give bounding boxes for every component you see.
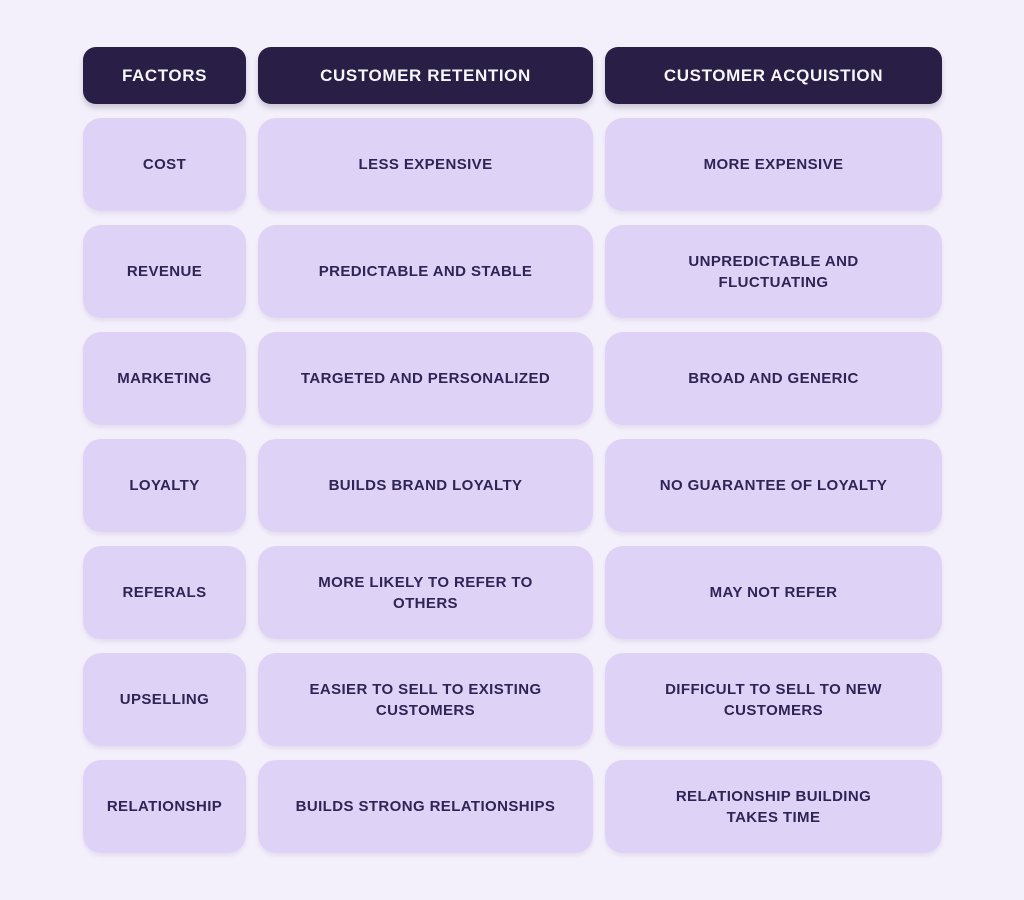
acquisition-cell: BROAD AND GENERIC	[605, 332, 942, 425]
factor-cell: UPSELLING	[83, 653, 246, 746]
factor-cell: REVENUE	[83, 225, 246, 318]
header-customer-retention: CUSTOMER RETENTION	[258, 47, 593, 104]
retention-cell: PREDICTABLE AND STABLE	[258, 225, 593, 318]
retention-cell: TARGETED AND PERSONALIZED	[258, 332, 593, 425]
retention-cell: LESS EXPENSIVE	[258, 118, 593, 211]
header-factors: FACTORS	[83, 47, 246, 104]
factor-cell: REFERALS	[83, 546, 246, 639]
acquisition-cell: MORE EXPENSIVE	[605, 118, 942, 211]
acquisition-cell: NO GUARANTEE OF LOYALTY	[605, 439, 942, 532]
factor-cell: COST	[83, 118, 246, 211]
factor-cell: MARKETING	[83, 332, 246, 425]
comparison-table: FACTORS CUSTOMER RETENTION CUSTOMER ACQU…	[83, 47, 942, 853]
retention-cell: MORE LIKELY TO REFER TO OTHERS	[258, 546, 593, 639]
retention-cell: BUILDS BRAND LOYALTY	[258, 439, 593, 532]
header-customer-acquisition: CUSTOMER ACQUISTION	[605, 47, 942, 104]
acquisition-cell: MAY NOT REFER	[605, 546, 942, 639]
factor-cell: RELATIONSHIP	[83, 760, 246, 853]
acquisition-cell: UNPREDICTABLE AND FLUCTUATING	[605, 225, 942, 318]
factor-cell: LOYALTY	[83, 439, 246, 532]
retention-cell: EASIER TO SELL TO EXISTING CUSTOMERS	[258, 653, 593, 746]
acquisition-cell: DIFFICULT TO SELL TO NEW CUSTOMERS	[605, 653, 942, 746]
retention-cell: BUILDS STRONG RELATIONSHIPS	[258, 760, 593, 853]
acquisition-cell: RELATIONSHIP BUILDING TAKES TIME	[605, 760, 942, 853]
